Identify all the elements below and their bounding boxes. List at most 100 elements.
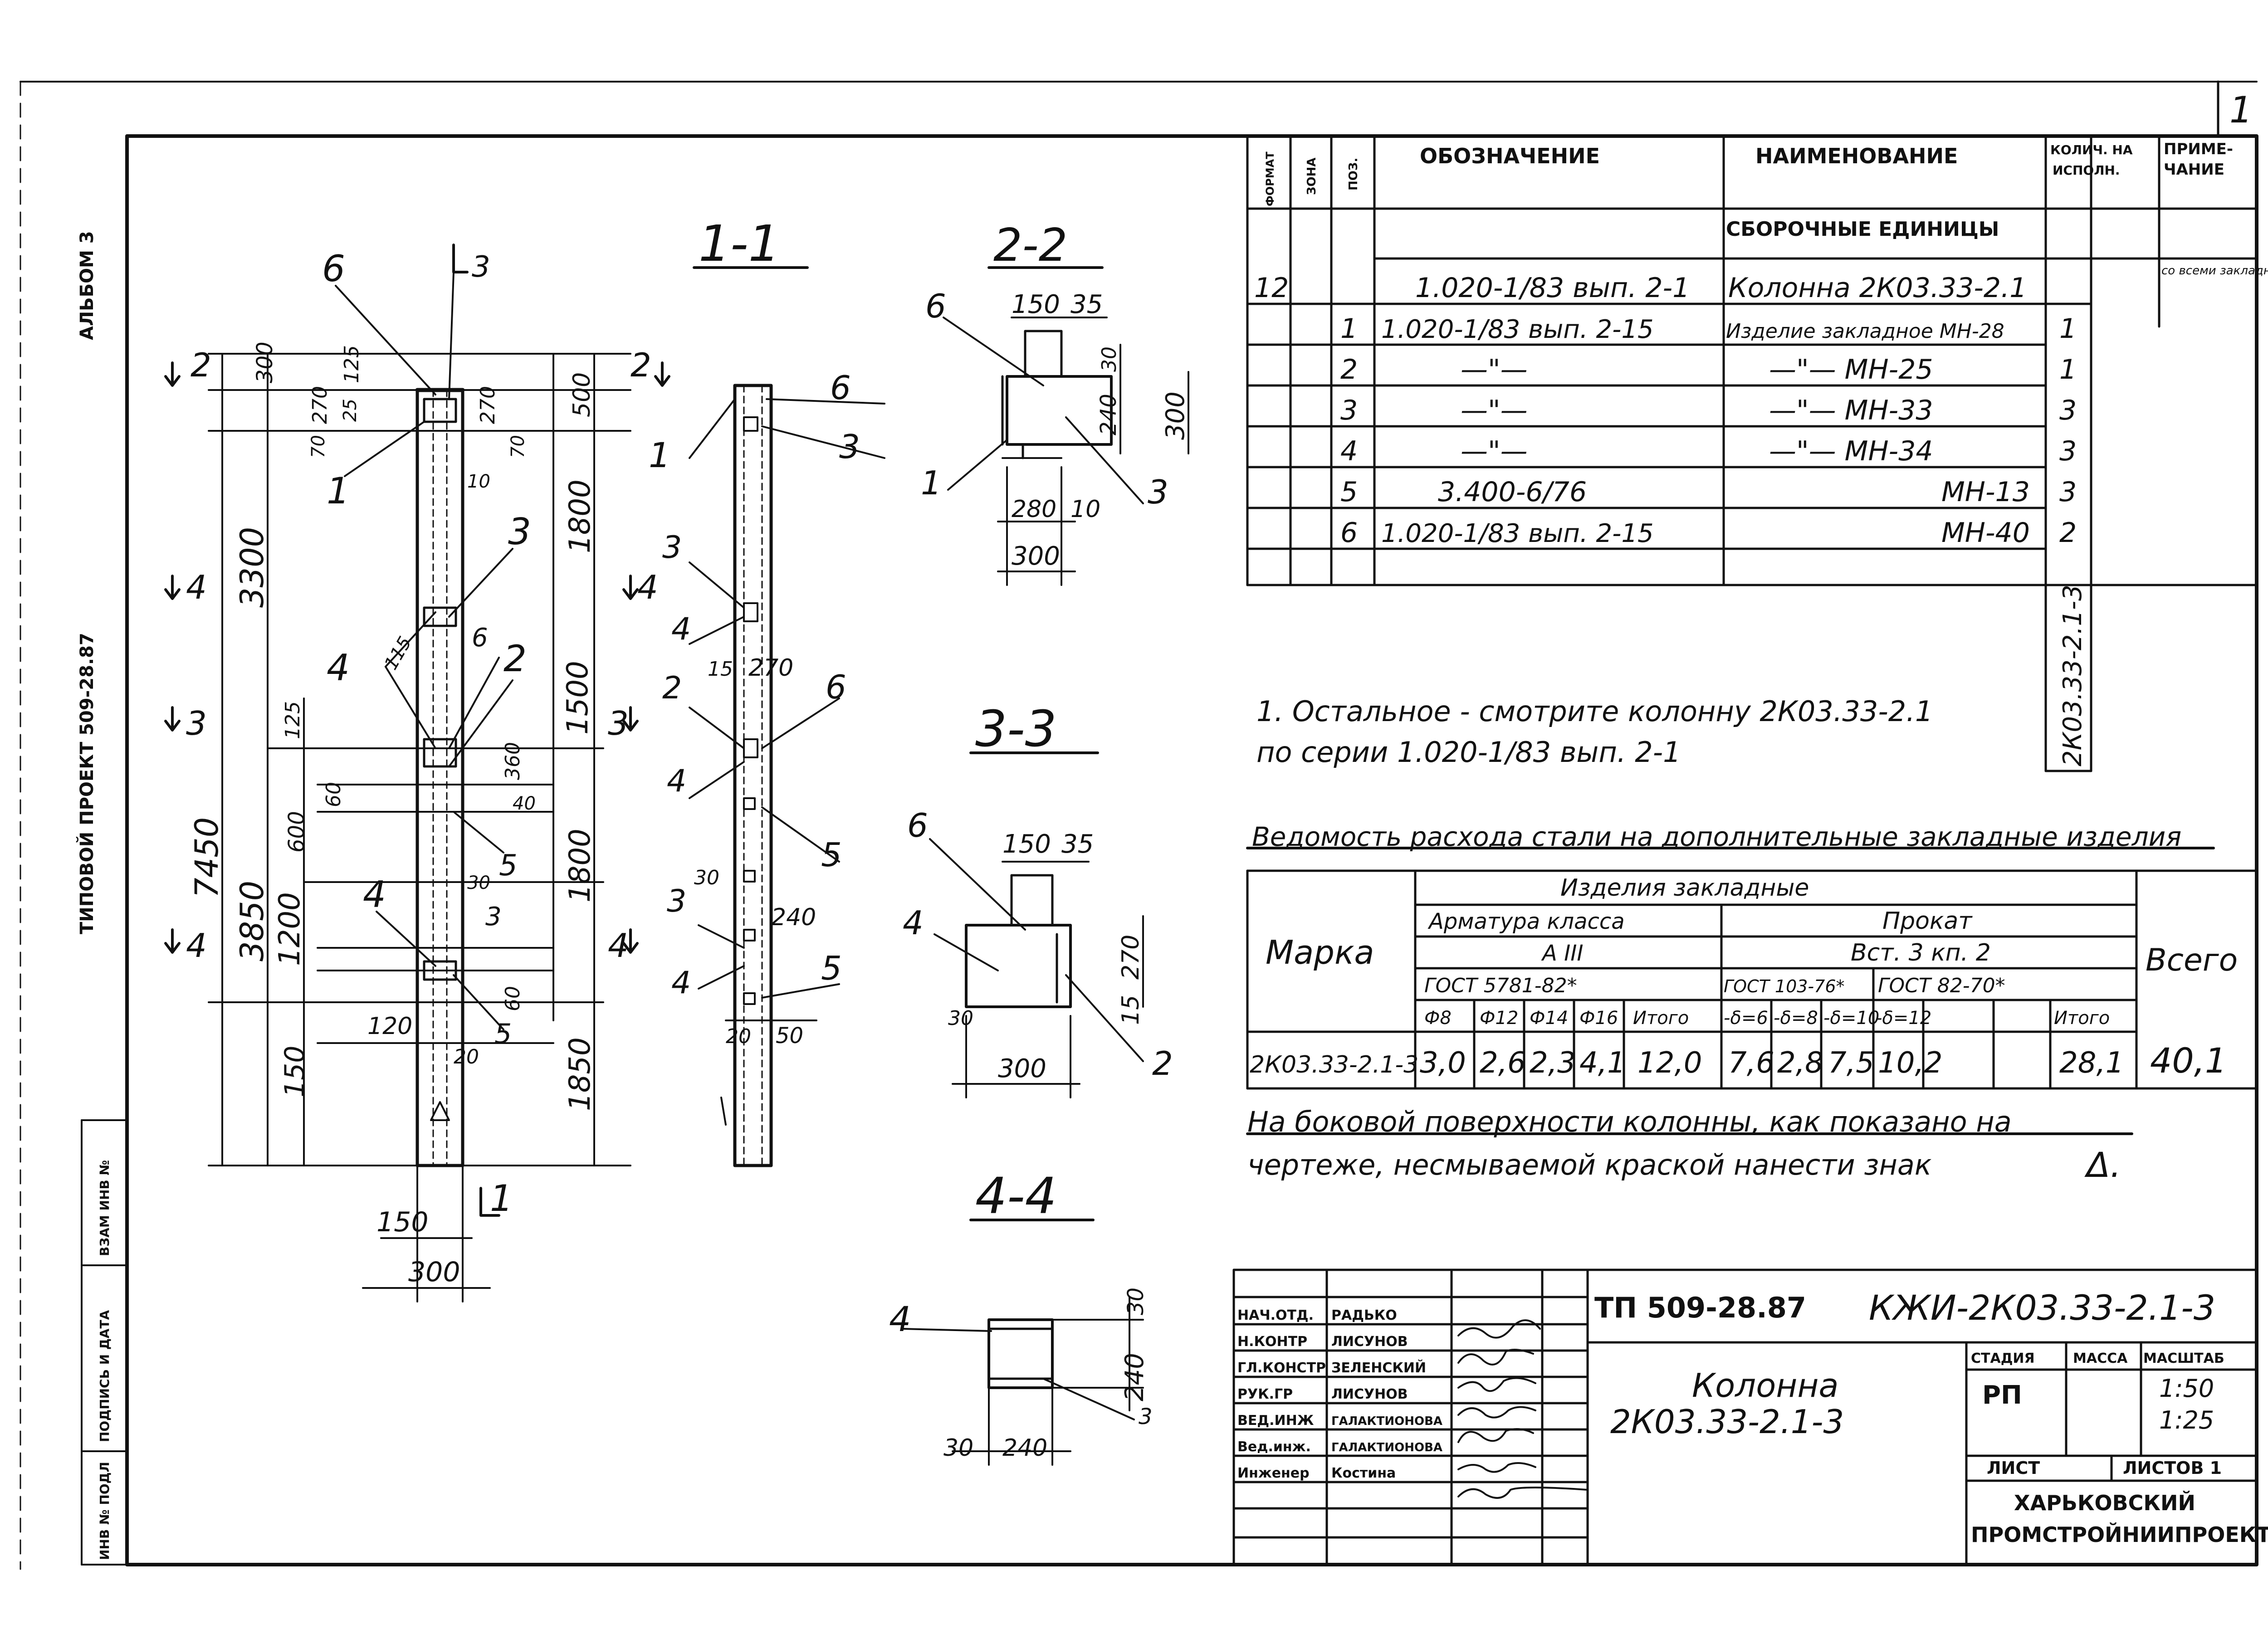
side-dim-15: 15 bbox=[708, 658, 733, 681]
tb-sheet-label: ЛИСТ bbox=[1987, 1458, 2040, 1478]
sec33-dim-35: 35 bbox=[1061, 829, 1094, 859]
mark-3-left: 3 bbox=[186, 704, 207, 742]
steel-total-label: Всего bbox=[2146, 942, 2238, 978]
sec22-dim-30: 30 bbox=[1098, 346, 1121, 372]
sec33-labels: 150 35 270 15 30 300 6 4 2 bbox=[903, 806, 1173, 1083]
steel-val-0: 3,0 bbox=[1420, 1046, 1466, 1080]
spec-row-6-designation: 1.020-1/83 вып. 2-15 bbox=[1381, 519, 1654, 548]
tb-role-4: ВЕД.ИНЖ bbox=[1237, 1413, 1314, 1429]
callout-6b-side: 6 bbox=[826, 668, 846, 706]
title-underlines bbox=[693, 266, 2215, 1221]
steel-val-2: 2,3 bbox=[1530, 1046, 1576, 1080]
sec22-dim-240: 240 bbox=[1096, 394, 1121, 435]
tb-doc-code: КЖИ-2К03.33-2.1-3 bbox=[1869, 1288, 2215, 1328]
spec-header-qty: КОЛИЧ. НА bbox=[2050, 142, 2133, 157]
column-elevation bbox=[164, 244, 670, 1302]
dim-1850: 1850 bbox=[563, 1037, 597, 1111]
album-label: АЛЬБОМ 3 bbox=[77, 231, 98, 340]
dim-270-right: 270 bbox=[476, 386, 499, 424]
dim-600: 600 bbox=[284, 811, 309, 853]
section-4-4 bbox=[902, 1296, 1144, 1466]
tb-name-5: ГАЛАКТИОНОВА bbox=[1331, 1441, 1442, 1454]
dim-20: 20 bbox=[454, 1045, 479, 1068]
dim-150-left: 150 bbox=[279, 1045, 311, 1097]
callout-2-side: 2 bbox=[662, 670, 682, 706]
sec33-dim-300: 300 bbox=[998, 1054, 1046, 1083]
note-2-line-1: На боковой поверхности колонны, как пока… bbox=[1247, 1105, 2012, 1138]
section-2-2 bbox=[943, 317, 1189, 586]
dim-1500: 1500 bbox=[561, 661, 595, 735]
steel-data-row: 2К03.33-2.1-3 3,0 2,6 2,3 4,1 12,0 7,6 2… bbox=[1250, 1040, 2227, 1081]
steel-val-3: 4,1 bbox=[1579, 1046, 1626, 1080]
dim-500: 500 bbox=[568, 372, 596, 417]
section-3-3 bbox=[929, 838, 1144, 1098]
steel-val-4: 12,0 bbox=[1637, 1046, 1702, 1080]
callout-5b-side: 5 bbox=[821, 949, 842, 987]
steel-armatura-gost: ГОСТ 5781-82* bbox=[1424, 974, 1577, 997]
tb-name-2: ЗЕЛЕНСКИЙ bbox=[1331, 1360, 1426, 1376]
tb-name-4: ГАЛАКТИОНОВА bbox=[1331, 1415, 1442, 1428]
dim-3850: 3850 bbox=[234, 881, 271, 961]
spec-row-3-name: —"— МН-33 bbox=[1769, 395, 1933, 426]
steel-val-7: 7,5 bbox=[1828, 1046, 1874, 1080]
spec-row-3-qty: 3 bbox=[2059, 395, 2077, 426]
spec-header-qty-2: ИСПОЛН. bbox=[2053, 163, 2120, 178]
tb-org-2: ПРОМСТРОЙНИИПРОЕКТ bbox=[1971, 1522, 2268, 1547]
tb-role-0: НАЧ.ОТД. bbox=[1237, 1307, 1314, 1323]
mark-3-top: 3 bbox=[472, 250, 490, 284]
steel-val-6: 2,8 bbox=[1777, 1046, 1823, 1080]
spec-row-5-qty: 3 bbox=[2059, 476, 2077, 508]
tb-role-6: Инженер bbox=[1237, 1465, 1310, 1481]
side-view-labels: 1 6 3 3 4 2 6 4 5 3 4 5 15 270 30 240 20… bbox=[649, 369, 860, 1049]
section-title-2-2: 2-2 bbox=[993, 219, 1067, 272]
steel-prokat-gost-1: ГОСТ 103-76* bbox=[1724, 976, 1845, 996]
spec-row-4-pos: 4 bbox=[1340, 435, 1358, 467]
sec44-dim-3: 3 bbox=[1139, 1404, 1153, 1429]
dim-60: 60 bbox=[322, 782, 345, 807]
tb-scale-1: 1:50 bbox=[2159, 1374, 2214, 1403]
dim-70-right: 70 bbox=[508, 435, 528, 458]
spec-row-3-pos: 3 bbox=[1340, 395, 1358, 426]
mark-4b-right: 4 bbox=[608, 927, 629, 965]
callout-4-side: 4 bbox=[671, 611, 691, 647]
dim-30: 30 bbox=[467, 873, 490, 893]
tb-sheets-label: ЛИСТОВ 1 bbox=[2123, 1458, 2222, 1478]
callout-3c-side: 3 bbox=[667, 883, 686, 919]
tb-org-1: ХАРЬКОВСКИЙ bbox=[2014, 1491, 2195, 1515]
steel-subheaders: Ф8 Ф12 Ф14 Ф16 Итого -δ=6 -δ=8 -δ=10 -δ=… bbox=[1424, 1008, 2110, 1029]
side-dim-270: 270 bbox=[748, 654, 793, 682]
steel-sub-6: -δ=8 bbox=[1774, 1008, 1818, 1029]
tb-role-1: Н.КОНТР bbox=[1237, 1334, 1307, 1350]
sec22-labels: 150 35 240 30 300 280 10 300 6 1 3 bbox=[921, 287, 1190, 571]
section-title-1-1: 1-1 bbox=[699, 215, 780, 273]
callout-3-elev: 3 bbox=[508, 511, 531, 553]
dim-120: 120 bbox=[367, 1013, 412, 1040]
dim-300-bottom: 300 bbox=[408, 1256, 460, 1288]
callout-4-elev: 4 bbox=[327, 647, 350, 689]
spec-row-0-designation: 1.020-1/83 вып. 2-1 bbox=[1415, 272, 1690, 304]
spec-row-0-format: 12 bbox=[1254, 272, 1289, 304]
steel-armatura: Арматура класса bbox=[1427, 909, 1625, 934]
side-dim-240: 240 bbox=[771, 904, 816, 931]
tb-project-code: ТП 509-28.87 bbox=[1594, 1291, 1806, 1324]
callout-1-elev: 1 bbox=[327, 470, 350, 512]
sec44-dim-240-r: 240 bbox=[1120, 1353, 1149, 1401]
callout-4b-elev: 4 bbox=[363, 873, 386, 916]
signatures bbox=[1457, 1319, 1589, 1499]
project-label: ТИПОВОЙ ПРОЕКТ 509-28.87 bbox=[76, 633, 98, 934]
mark-1-cut: 1 bbox=[490, 1177, 513, 1219]
steel-sub-1: Ф12 bbox=[1480, 1008, 1518, 1029]
title-block-grid bbox=[1232, 1268, 2258, 1566]
steel-table-title: Ведомость расхода стали на дополнительны… bbox=[1252, 821, 2181, 852]
steel-val-1: 2,6 bbox=[1480, 1046, 1526, 1080]
side-dim-20: 20 bbox=[726, 1025, 751, 1048]
sec22-callout-3: 3 bbox=[1148, 473, 1168, 511]
spec-header-pos: ПОЗ. bbox=[1347, 158, 1360, 190]
tb-name-1: ЛИСУНОВ bbox=[1331, 1334, 1408, 1350]
callout-5b-elev: 5 bbox=[494, 1018, 512, 1050]
dim-40: 40 bbox=[513, 793, 536, 814]
spec-row-1-pos: 1 bbox=[1340, 313, 1358, 345]
tb-scale-2: 1:25 bbox=[2159, 1406, 2214, 1434]
sec44-dim-30-b: 30 bbox=[943, 1434, 973, 1462]
spec-row-1-qty: 1 bbox=[2059, 313, 2077, 345]
